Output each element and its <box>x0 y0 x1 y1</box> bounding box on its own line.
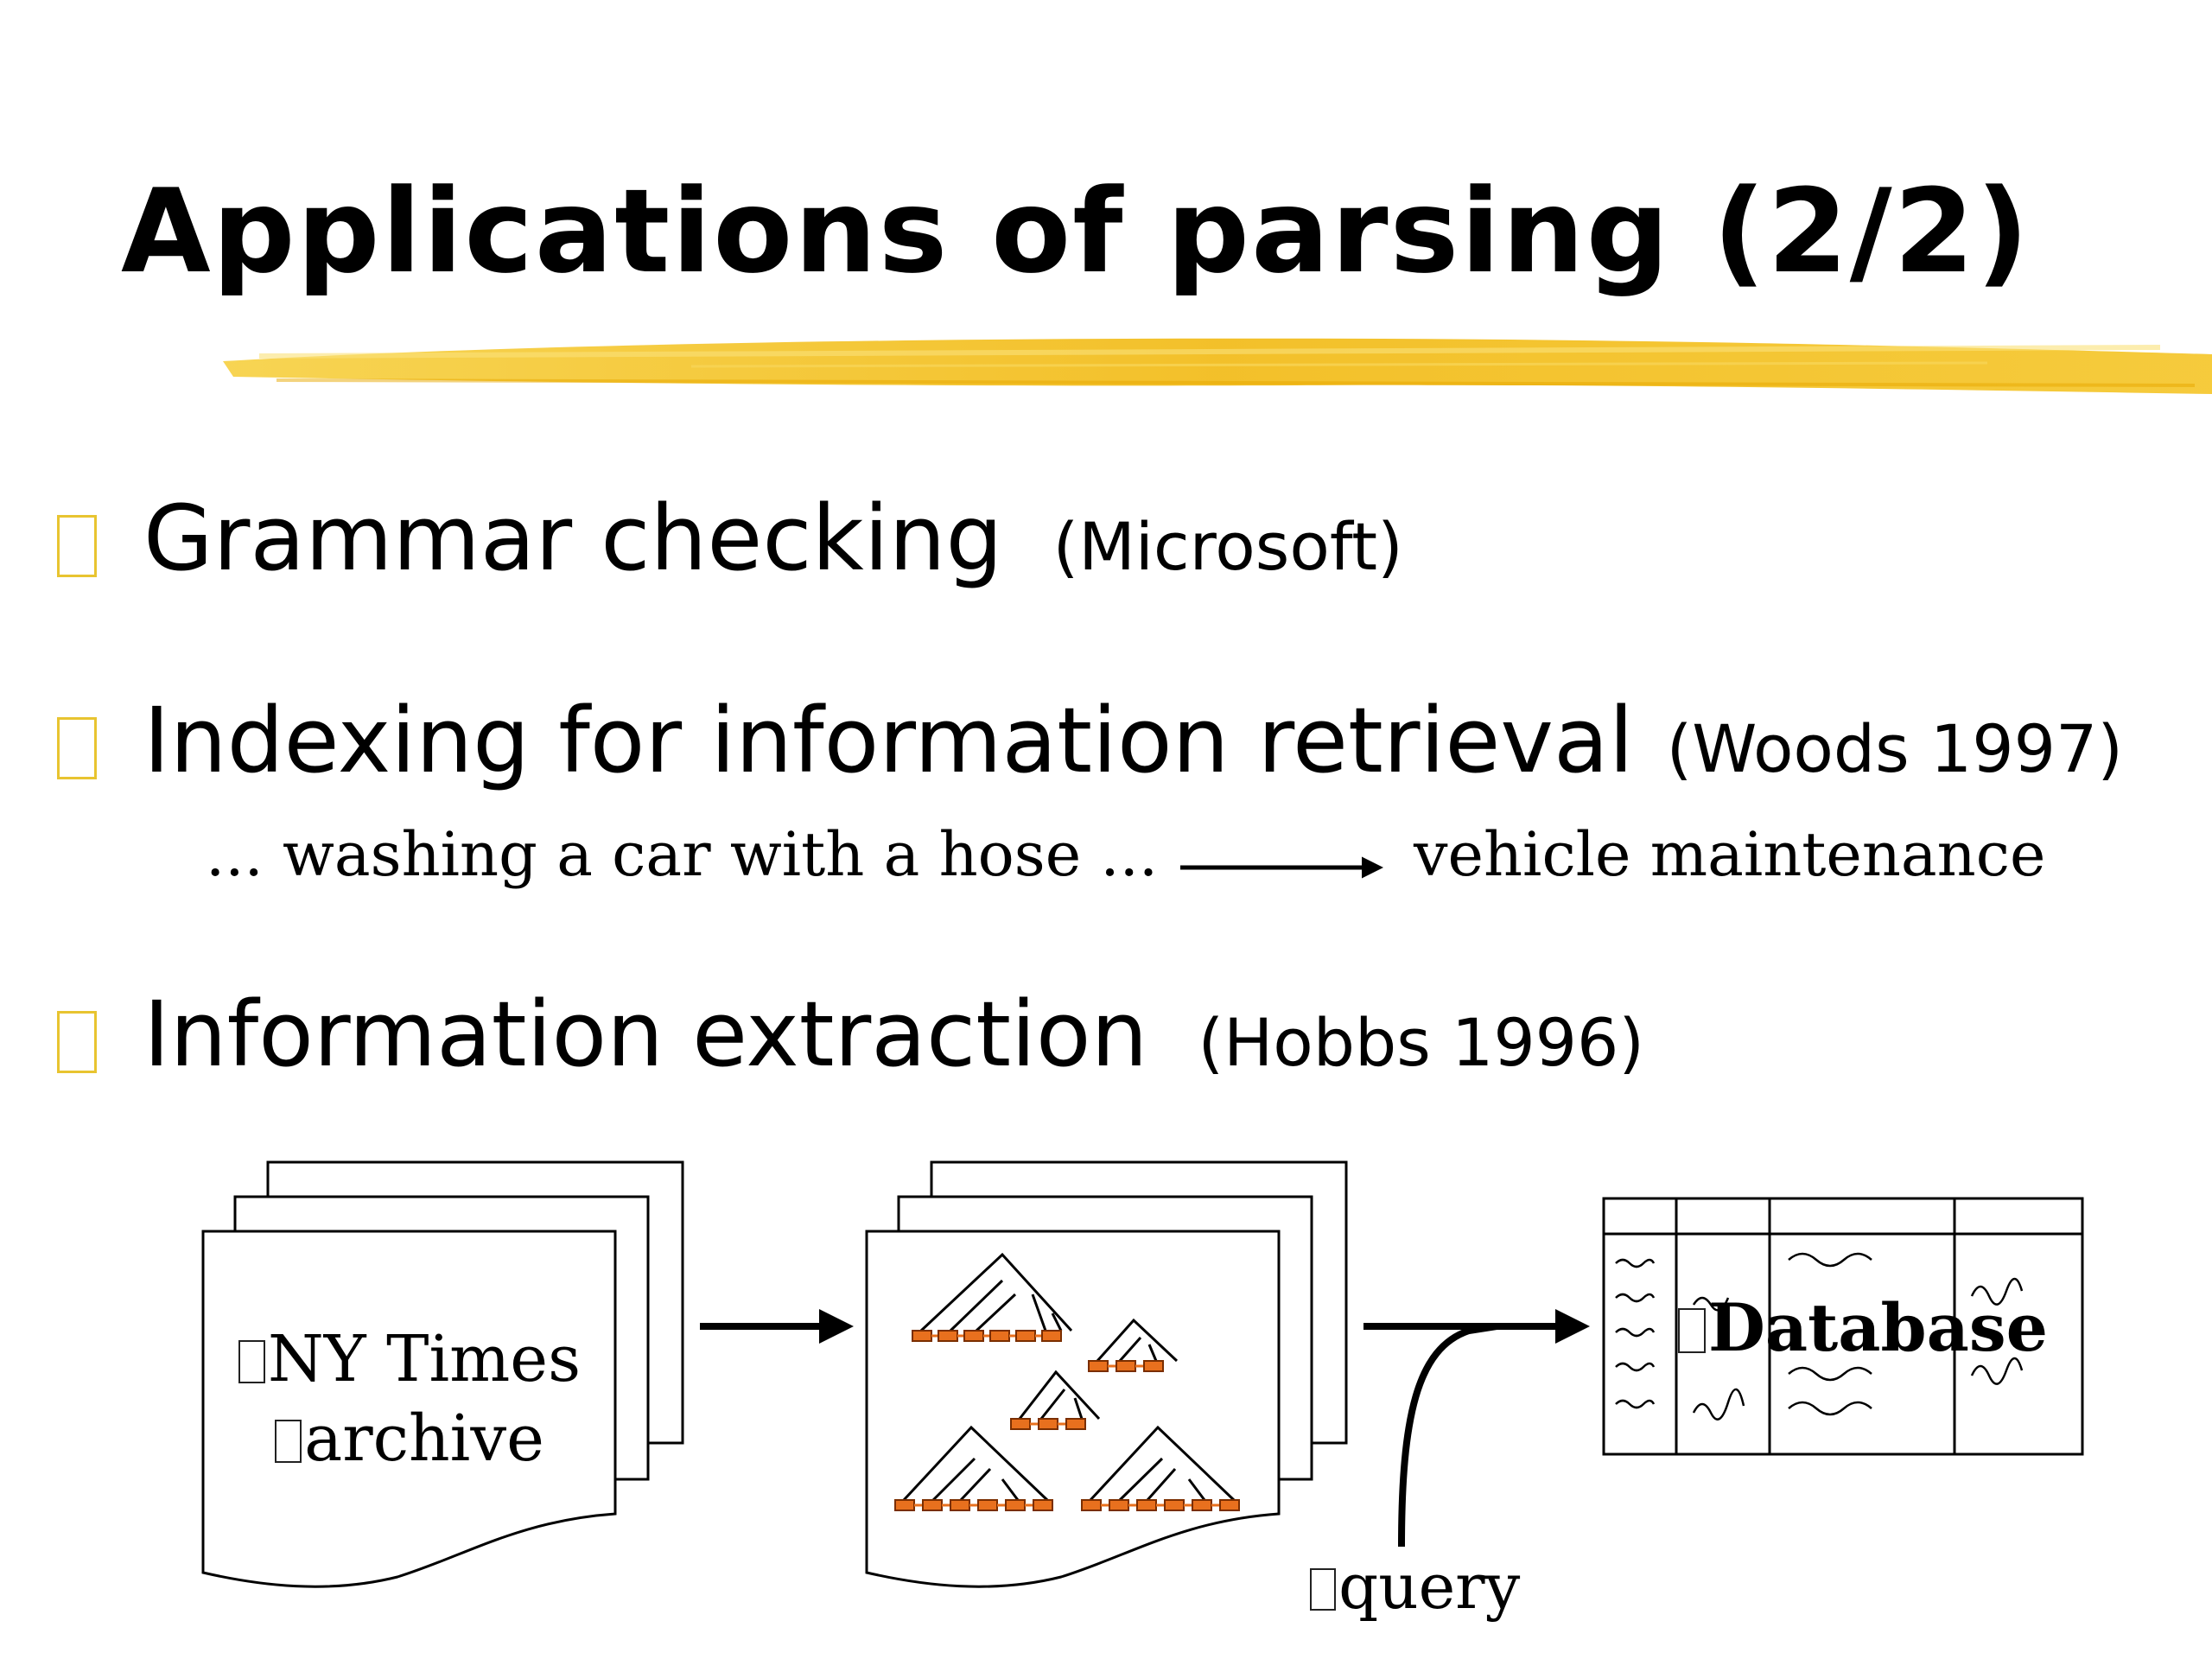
parse-tree-icon <box>902 1252 1236 1502</box>
tree-leaf-node <box>912 1330 932 1342</box>
bullet-text: Grammar checking <box>143 486 1003 591</box>
tree-leaf-node <box>950 1499 970 1511</box>
archive-label-line2: archive <box>237 1402 582 1476</box>
tree-leaf-node <box>1033 1499 1053 1511</box>
database-scribbles <box>1615 1252 2024 1421</box>
bullet-indexing: Indexing for information retrieval (Woods… <box>0 688 2212 793</box>
tree-leaf-node <box>1005 1499 1026 1511</box>
tree-leaf-node <box>1109 1499 1129 1511</box>
tree-leaf-node <box>963 1330 984 1342</box>
tree-leaf-node <box>938 1330 958 1342</box>
tree-leaf-node <box>1010 1418 1031 1430</box>
bullet-information-extraction: Information extraction (Hobbs 1996) <box>0 982 2212 1087</box>
tree-leaf-node <box>1081 1499 1102 1511</box>
query-label: query <box>1310 1550 1520 1623</box>
parse-tree-leaves <box>894 1330 1240 1511</box>
example-target-concept: vehicle maintenance <box>1414 819 2046 890</box>
tree-leaf-node <box>1088 1360 1109 1372</box>
tree-leaf-node <box>894 1499 915 1511</box>
bullet-box-icon <box>57 515 97 577</box>
tree-leaf-node <box>1065 1418 1086 1430</box>
bullet-box-icon <box>57 1011 97 1073</box>
slide-title: Applications of parsing (2/2) <box>121 164 2031 299</box>
tree-leaf-node <box>1015 1330 1036 1342</box>
bullet-box-icon <box>57 717 97 779</box>
placeholder-glyph-icon <box>238 1339 266 1383</box>
bullet-reference: (Hobbs 1996) <box>1198 1004 1645 1081</box>
database-label: Database <box>1678 1289 2048 1366</box>
archive-document-stack <box>201 1160 684 1588</box>
bullet-reference: (Microsoft) <box>1052 508 1403 585</box>
tree-leaf-node <box>977 1499 998 1511</box>
tree-leaf-node <box>1192 1499 1212 1511</box>
tree-leaf-node <box>1041 1330 1062 1342</box>
tree-leaf-node <box>1219 1499 1240 1511</box>
archive-label: NY Times archive <box>237 1322 582 1476</box>
tree-leaf-node <box>1136 1499 1157 1511</box>
bullet-grammar-checking: Grammar checking (Microsoft) <box>0 486 2212 591</box>
example-source-phrase: ... washing a car with a hose ... <box>206 819 1159 890</box>
parse-tree-document-stack <box>865 1160 1348 1588</box>
placeholder-glyph-icon <box>1678 1308 1706 1354</box>
tree-leaf-node <box>922 1499 943 1511</box>
query-arrow-curve <box>1398 1323 1497 1548</box>
bullet-reference: (Woods 1997) <box>1666 710 2123 787</box>
database-table-icon <box>1602 1197 2084 1456</box>
placeholder-glyph-icon <box>1310 1567 1337 1611</box>
tree-leaf-node <box>989 1330 1010 1342</box>
placeholder-glyph-icon <box>275 1419 302 1463</box>
bullet-text: Information extraction <box>143 982 1148 1087</box>
tree-leaf-node <box>1038 1418 1058 1430</box>
title-underline-brush <box>223 338 2212 394</box>
tree-leaf-node <box>1116 1360 1136 1372</box>
tree-leaf-node <box>1143 1360 1164 1372</box>
tree-leaf-node <box>1164 1499 1185 1511</box>
bullet-text: Indexing for information retrieval <box>143 688 1634 793</box>
archive-label-line1: NY Times <box>237 1322 582 1396</box>
